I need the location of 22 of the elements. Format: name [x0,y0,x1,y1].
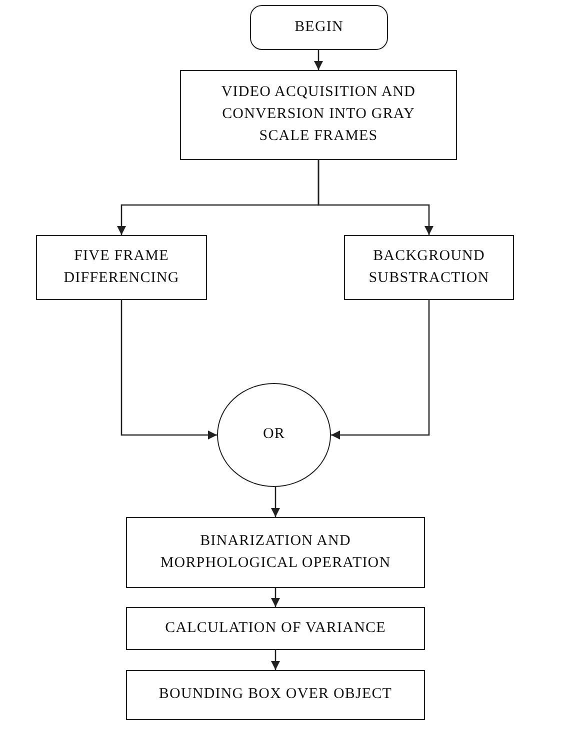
arrow [271,650,280,670]
arrow [314,50,323,70]
node-label: VIDEO ACQUISITION AND CONVERSION INTO GRAY SCALE FRAMES [220,83,417,146]
node-label: BOUNDING BOX OVER OBJECT [158,685,392,704]
process-box [126,517,425,588]
start-terminal [250,5,388,50]
arrow [331,300,430,440]
node-label: BACKGROUND SUBSTRACTION [368,246,490,288]
process-box [126,607,425,650]
node-label: CALCULATION OF VARIANCE [165,618,386,638]
process-box [344,235,514,300]
arrow [120,300,217,440]
process-box [180,70,457,160]
arrow [271,588,280,607]
node-label: BINARIZATION AND MORPHOLOGICAL OPERATION [159,532,392,572]
node-label: BEGIN [294,18,344,37]
arrow [318,160,434,235]
process-box [36,235,207,300]
node-label: OR [262,425,286,444]
arrow [271,487,280,517]
node-label: FIVE FRAME DIFFERENCING [62,246,180,288]
process-box [126,670,425,720]
